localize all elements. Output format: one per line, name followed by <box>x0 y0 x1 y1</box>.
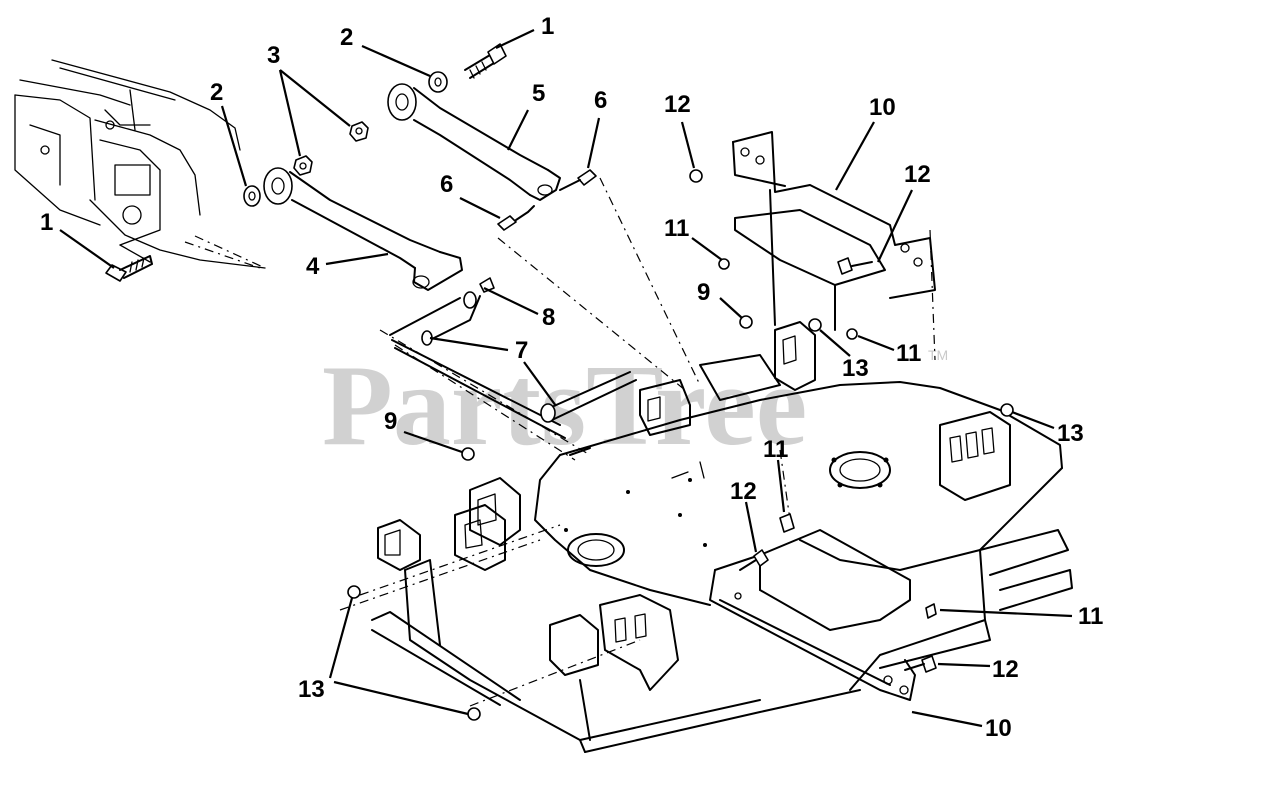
callout-12-right: 12 <box>904 161 931 188</box>
guide-line-f <box>359 524 561 596</box>
callout-13-upper: 13 <box>842 355 869 382</box>
callout-6-left: 6 <box>440 171 453 198</box>
washer-2-top <box>428 71 448 93</box>
guide-line-c <box>379 329 591 456</box>
callout-10-bottom: 10 <box>985 715 1012 742</box>
nut-9-right <box>739 315 753 329</box>
callouts: 1 1 2 2 3 4 5 6 6 7 8 9 9 10 10 11 11 11… <box>40 13 1103 742</box>
mower-deck <box>371 321 1073 753</box>
guide-line-e <box>339 539 541 611</box>
watermark: PartsTree TM <box>322 342 948 470</box>
bolt-1-top <box>464 43 507 79</box>
front-hanger-bracket-10 <box>709 529 916 701</box>
nut-9-left <box>461 447 475 461</box>
pin-11-upper-left <box>718 258 730 270</box>
callout-9-right: 9 <box>697 279 710 306</box>
bolt-12-top <box>689 169 703 183</box>
rear-hanger-bracket-10 <box>732 131 936 331</box>
bolt-8 <box>479 277 495 293</box>
pin-11-upper-right <box>846 328 858 340</box>
callout-12-top: 12 <box>664 91 691 118</box>
bolt-12-right <box>837 257 873 275</box>
pin-11-center <box>779 513 795 533</box>
callout-7: 7 <box>515 337 528 364</box>
callout-11-upper-right: 11 <box>896 340 921 367</box>
callout-13-right: 13 <box>1057 420 1084 447</box>
callout-2-left: 2 <box>210 79 223 106</box>
callout-5: 5 <box>532 80 545 107</box>
guide-line-h <box>779 449 791 521</box>
pivot-rod-7 <box>389 291 637 456</box>
callout-3: 3 <box>267 42 280 69</box>
nut-3-lower <box>293 155 313 176</box>
callout-13-left: 13 <box>298 676 325 703</box>
callout-10-top: 10 <box>869 94 896 121</box>
guide-line-a <box>599 177 701 386</box>
callout-6-right: 6 <box>594 87 607 114</box>
nut-13-right <box>1000 403 1014 417</box>
watermark-trademark: TM <box>928 347 948 363</box>
callout-8: 8 <box>542 304 555 331</box>
nut-13-left-top <box>347 585 361 599</box>
nut-3-upper <box>349 121 369 142</box>
callout-11-lower-right: 11 <box>1078 603 1103 630</box>
lift-link-4 <box>263 167 463 291</box>
callout-11-center: 11 <box>763 436 788 463</box>
nut-13-left-bottom <box>467 707 481 721</box>
pin-6-left <box>497 205 535 231</box>
bolt-12-lower <box>904 655 937 673</box>
guide-line-b <box>497 237 686 391</box>
callout-1-left: 1 <box>40 209 53 236</box>
callout-4: 4 <box>306 253 320 280</box>
bolt-1-left <box>105 255 153 282</box>
callout-12-lower: 12 <box>992 656 1019 683</box>
callout-12-center: 12 <box>730 478 757 505</box>
pin-11-lower <box>925 603 937 619</box>
callout-9-left: 9 <box>384 408 397 435</box>
washer-2-left <box>243 185 261 207</box>
watermark-text: PartsTree <box>322 342 807 470</box>
callout-1-top: 1 <box>541 13 554 40</box>
callout-11-upper-left: 11 <box>664 215 689 242</box>
bolt-12-center <box>739 549 769 571</box>
leader-lines <box>59 29 1073 728</box>
nut-13-upper <box>808 318 822 332</box>
tractor-frame <box>14 59 266 269</box>
guide-line-g <box>469 639 641 707</box>
lift-link-5 <box>387 83 561 201</box>
callout-2-top: 2 <box>340 24 353 51</box>
pin-6-right <box>559 169 597 191</box>
